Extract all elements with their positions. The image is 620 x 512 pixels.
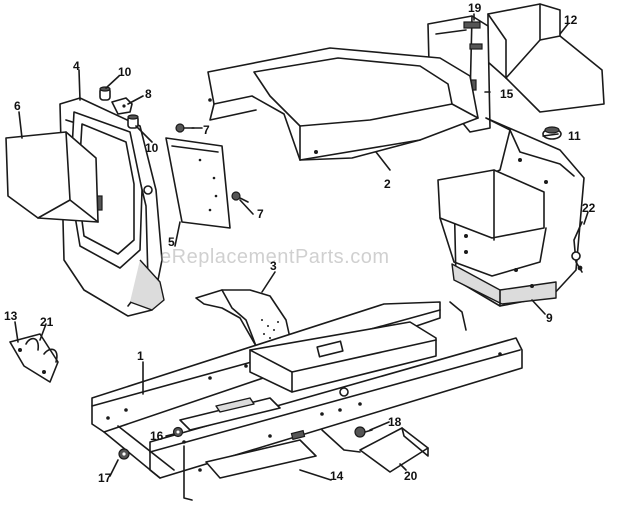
callout-15: 15 — [500, 87, 514, 101]
callout-20: 20 — [404, 469, 418, 483]
part-10-bumper-bottom — [127, 114, 139, 129]
part-17-nut — [118, 448, 130, 460]
part-22-latch — [571, 221, 583, 273]
part-13-bracket — [9, 333, 59, 383]
callout-18: 18 — [388, 415, 402, 429]
callout-8: 8 — [145, 87, 152, 101]
callout-2: 2 — [384, 177, 391, 191]
callout-22: 22 — [582, 201, 596, 215]
callout-7-lower: 7 — [257, 207, 264, 221]
callout-21: 21 — [40, 315, 54, 329]
callout-10-lower: 10 — [145, 141, 159, 155]
watermark: eReplacementParts.com — [160, 246, 390, 268]
callout-9: 9 — [546, 311, 553, 325]
part-18-bolt — [354, 426, 373, 438]
callout-19: 19 — [468, 1, 482, 15]
part-14-plate — [205, 429, 317, 479]
part-1-main-frame — [91, 301, 523, 501]
part-8-bracket — [111, 97, 133, 115]
callout-leader-lines — [14, 13, 589, 481]
part-12-dash-cover — [487, 3, 605, 113]
callout-11: 11 — [568, 129, 581, 143]
part-10-bumper-top — [99, 86, 111, 101]
part-11-grommet — [542, 126, 562, 140]
part-16-nut — [172, 426, 184, 438]
part-6-grille-screen — [5, 131, 99, 223]
part-21-clip-left — [25, 337, 40, 351]
part-21-clip-right — [43, 348, 58, 363]
callout-17: 17 — [98, 471, 112, 485]
part-9-support-frame — [437, 117, 585, 307]
callout-5: 5 — [168, 235, 175, 249]
part-7-screw-lower — [231, 191, 249, 203]
callout-7-upper: 7 — [203, 123, 210, 137]
callout-12: 12 — [564, 13, 578, 27]
callout-10-upper: 10 — [118, 65, 132, 79]
callout-14: 14 — [330, 469, 344, 483]
part-2-hood — [207, 47, 479, 161]
callout-1: 1 — [137, 349, 144, 363]
callout-16: 16 — [150, 429, 164, 443]
callout-6: 6 — [14, 99, 21, 113]
part-5-plate — [165, 137, 231, 229]
part-3-shield — [195, 289, 291, 347]
callout-3: 3 — [270, 259, 277, 273]
part-20-bracket — [321, 427, 429, 473]
callout-13: 13 — [4, 309, 18, 323]
callout-4: 4 — [73, 59, 80, 73]
